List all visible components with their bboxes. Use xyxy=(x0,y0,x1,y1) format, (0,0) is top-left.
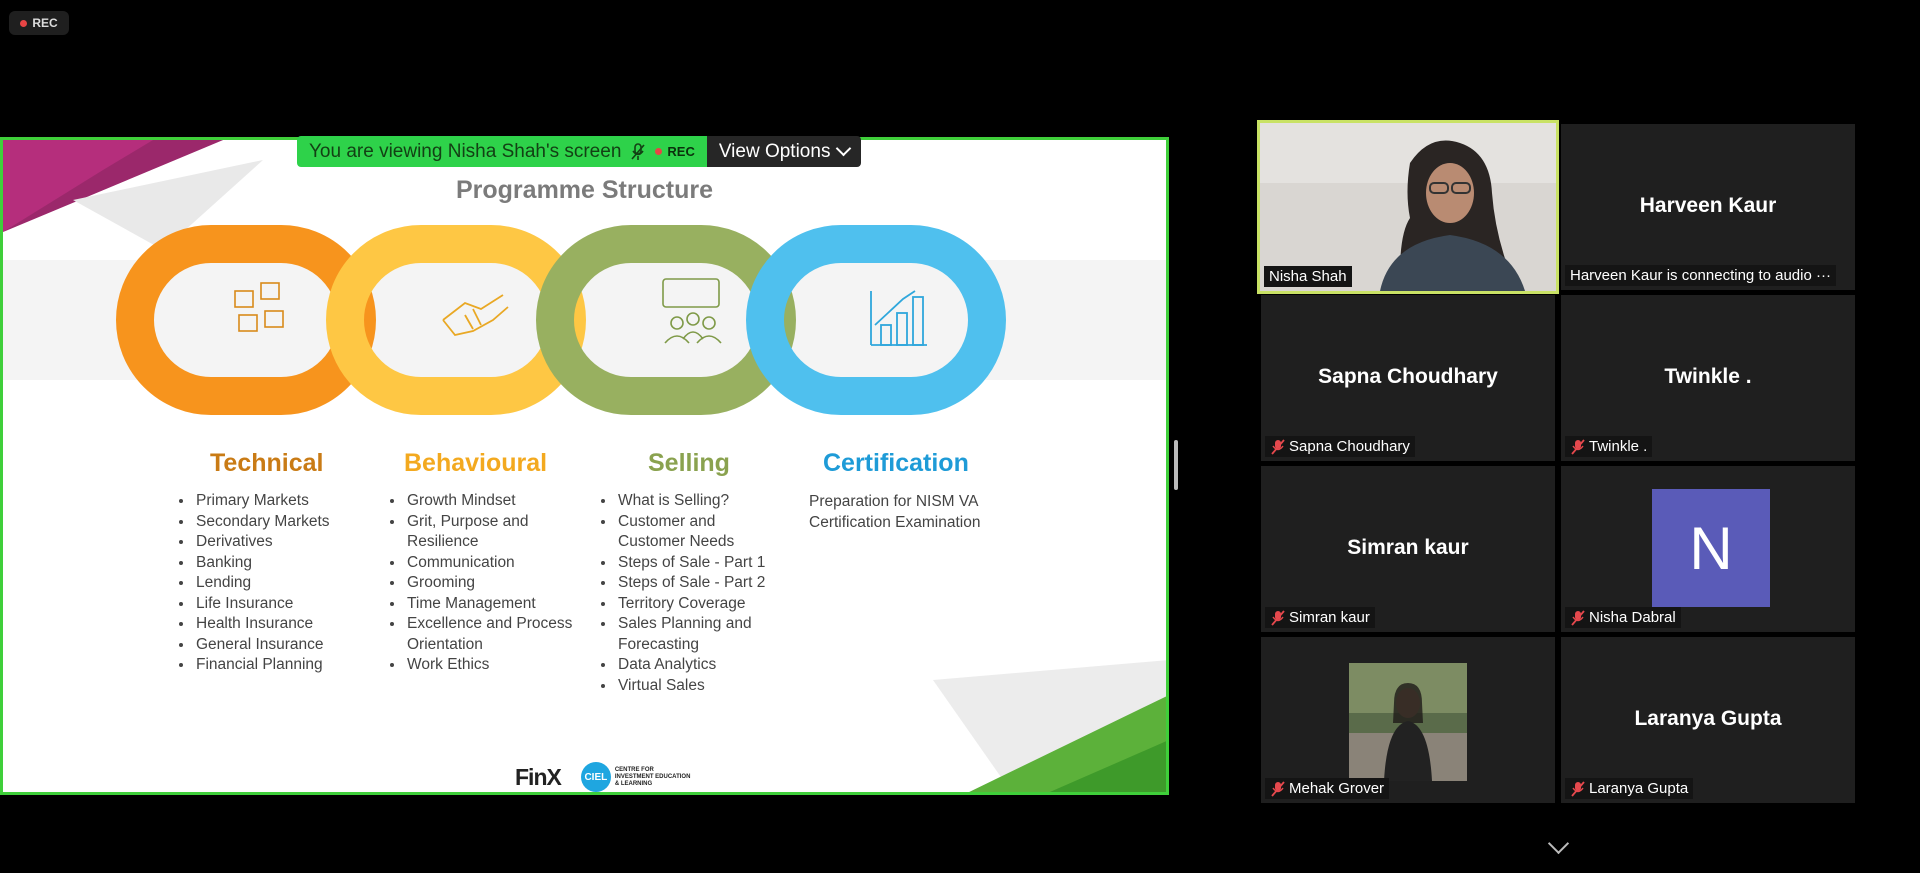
ciel-logo: CIEL CENTRE FOR INVESTMENT EDUCATION & L… xyxy=(580,762,693,792)
workflow-icon xyxy=(234,282,284,332)
avatar: N xyxy=(1652,489,1770,607)
list-item: Lending xyxy=(194,573,364,594)
slide-background-decor xyxy=(3,140,1166,792)
participant-name-label: Nisha Dabral xyxy=(1565,607,1681,628)
share-rec-indicator: REC xyxy=(655,144,695,159)
participant-name: Nisha Shah xyxy=(1269,268,1347,285)
list-item: Territory Coverage xyxy=(616,594,776,615)
heading-technical: Technical xyxy=(210,449,324,477)
participant-tile-harveen-kaur[interactable]: Harveen Kaur Harveen Kaur is connecting … xyxy=(1561,124,1855,290)
slide-title: Programme Structure xyxy=(455,176,714,204)
list-item: Data Analytics xyxy=(616,655,776,676)
handshake-icon xyxy=(442,294,509,337)
ciel-logo-mark: CIEL xyxy=(580,762,611,792)
list-item: Steps of Sale - Part 1 xyxy=(616,553,776,574)
list-item: Financial Planning xyxy=(194,655,364,676)
participant-name-label: Simran kaur xyxy=(1265,607,1375,628)
slide-logos: FinX CIEL CENTRE FOR INVESTMENT EDUCATIO… xyxy=(515,762,693,792)
participant-display-name: Harveen Kaur xyxy=(1639,194,1777,217)
list-item: Health Insurance xyxy=(194,614,364,635)
list-item: Secondary Markets xyxy=(194,512,364,533)
mic-muted-icon xyxy=(1271,438,1285,455)
participant-display-name: Laranya Gupta xyxy=(1634,707,1782,730)
heading-selling: Selling xyxy=(648,449,730,477)
list-behavioural: Growth Mindset Grit, Purpose and Resilie… xyxy=(388,491,580,676)
view-options-button[interactable]: View Options xyxy=(706,136,862,167)
view-options-label: View Options xyxy=(718,140,831,162)
list-item: Banking xyxy=(194,553,364,574)
mic-muted-icon xyxy=(631,142,645,160)
record-dot-icon xyxy=(655,148,663,155)
participant-name: Nisha Dabral xyxy=(1589,609,1676,626)
participant-display-name: Simran kaur xyxy=(1347,536,1469,559)
list-item: Excellence and Process Orientation xyxy=(405,614,580,655)
list-item: Sales Planning and Forecasting xyxy=(616,614,776,655)
list-item: Derivatives xyxy=(194,532,364,553)
share-status-bar: You are viewing Nisha Shah's screen REC … xyxy=(297,136,862,167)
participant-tile-simran-kaur[interactable]: Simran kaur Simran kaur xyxy=(1261,466,1555,632)
list-item: General Insurance xyxy=(194,635,364,656)
list-item: Time Management xyxy=(405,594,580,615)
mic-muted-icon xyxy=(1271,609,1285,626)
certification-text: Preparation for NISM VA Certification Ex… xyxy=(809,493,981,531)
participant-name: Twinkle . xyxy=(1589,438,1648,455)
list-item: Life Insurance xyxy=(194,594,364,615)
list-item: Grooming xyxy=(405,573,580,594)
list-item: Primary Markets xyxy=(194,491,364,512)
participant-tile-nisha-dabral[interactable]: N Nisha Dabral xyxy=(1561,466,1855,632)
growth-chart-icon xyxy=(870,290,927,346)
participant-tile-sapna-choudhary[interactable]: Sapna Choudhary Sapna Choudhary xyxy=(1261,295,1555,461)
mic-muted-icon xyxy=(1571,609,1585,626)
mic-muted-icon xyxy=(1271,780,1285,797)
recording-badge: REC xyxy=(9,11,69,35)
chevron-down-icon[interactable] xyxy=(1547,832,1570,855)
participant-tile-laranya-gupta[interactable]: Laranya Gupta Laranya Gupta xyxy=(1561,637,1855,803)
participant-name: Mehak Grover xyxy=(1289,780,1385,797)
participant-display-name: Twinkle . xyxy=(1664,365,1752,388)
chevron-down-icon xyxy=(836,140,852,157)
participant-video xyxy=(1260,123,1556,291)
heading-certification: Certification xyxy=(823,449,969,477)
finx-logo: FinX xyxy=(515,763,562,790)
participant-status: Harveen Kaur is connecting to audio ··· xyxy=(1570,267,1831,284)
participant-name-label: Laranya Gupta xyxy=(1565,778,1694,799)
participant-name: Sapna Choudhary xyxy=(1289,438,1410,455)
shared-screen[interactable]: Programme Structure xyxy=(0,137,1169,795)
participant-name-label: Sapna Choudhary xyxy=(1265,436,1415,457)
participant-name-label: Mehak Grover xyxy=(1265,778,1390,799)
list-item: Growth Mindset xyxy=(405,491,580,512)
recording-label: REC xyxy=(32,16,58,30)
participant-tile-twinkle[interactable]: Twinkle . Twinkle . xyxy=(1561,295,1855,461)
team-chat-icon xyxy=(662,278,722,344)
record-dot-icon xyxy=(20,19,28,27)
participant-tile-nisha-shah[interactable]: Nisha Shah xyxy=(1257,120,1559,294)
list-item: Virtual Sales xyxy=(616,676,776,697)
mic-muted-icon xyxy=(1571,438,1585,455)
resize-handle[interactable] xyxy=(1174,440,1178,490)
participant-name: Laranya Gupta xyxy=(1589,780,1689,797)
heading-behavioural: Behavioural xyxy=(404,449,548,477)
list-item: What is Selling? xyxy=(616,491,776,512)
participant-name-label: Harveen Kaur is connecting to audio ··· xyxy=(1565,265,1836,286)
list-item: Customer and Customer Needs xyxy=(616,512,776,553)
list-item: Steps of Sale - Part 2 xyxy=(616,573,776,594)
ciel-logo-text: CENTRE FOR INVESTMENT EDUCATION & LEARNI… xyxy=(614,766,691,787)
participant-name: Simran kaur xyxy=(1289,609,1370,626)
chain-graphic xyxy=(3,225,1166,415)
chain-link-certification xyxy=(746,225,1006,415)
viewing-notice: You are viewing Nisha Shah's screen REC xyxy=(297,136,707,167)
participant-name-label: Twinkle . xyxy=(1565,436,1653,457)
participant-tile-mehak-grover[interactable]: Mehak Grover xyxy=(1261,637,1555,803)
viewing-text: You are viewing Nisha Shah's screen xyxy=(309,140,622,162)
list-item: Communication xyxy=(405,553,580,574)
list-item: Work Ethics xyxy=(405,655,580,676)
share-rec-label: REC xyxy=(667,144,695,159)
mic-muted-icon xyxy=(1571,780,1585,797)
participant-photo xyxy=(1349,663,1467,781)
list-technical: Primary Markets Secondary Markets Deriva… xyxy=(177,491,364,676)
participant-display-name: Sapna Choudhary xyxy=(1318,365,1498,388)
list-selling: What is Selling? Customer and Customer N… xyxy=(599,491,776,696)
list-item: Grit, Purpose and Resilience xyxy=(405,512,580,553)
participant-name-label: Nisha Shah xyxy=(1264,266,1352,287)
